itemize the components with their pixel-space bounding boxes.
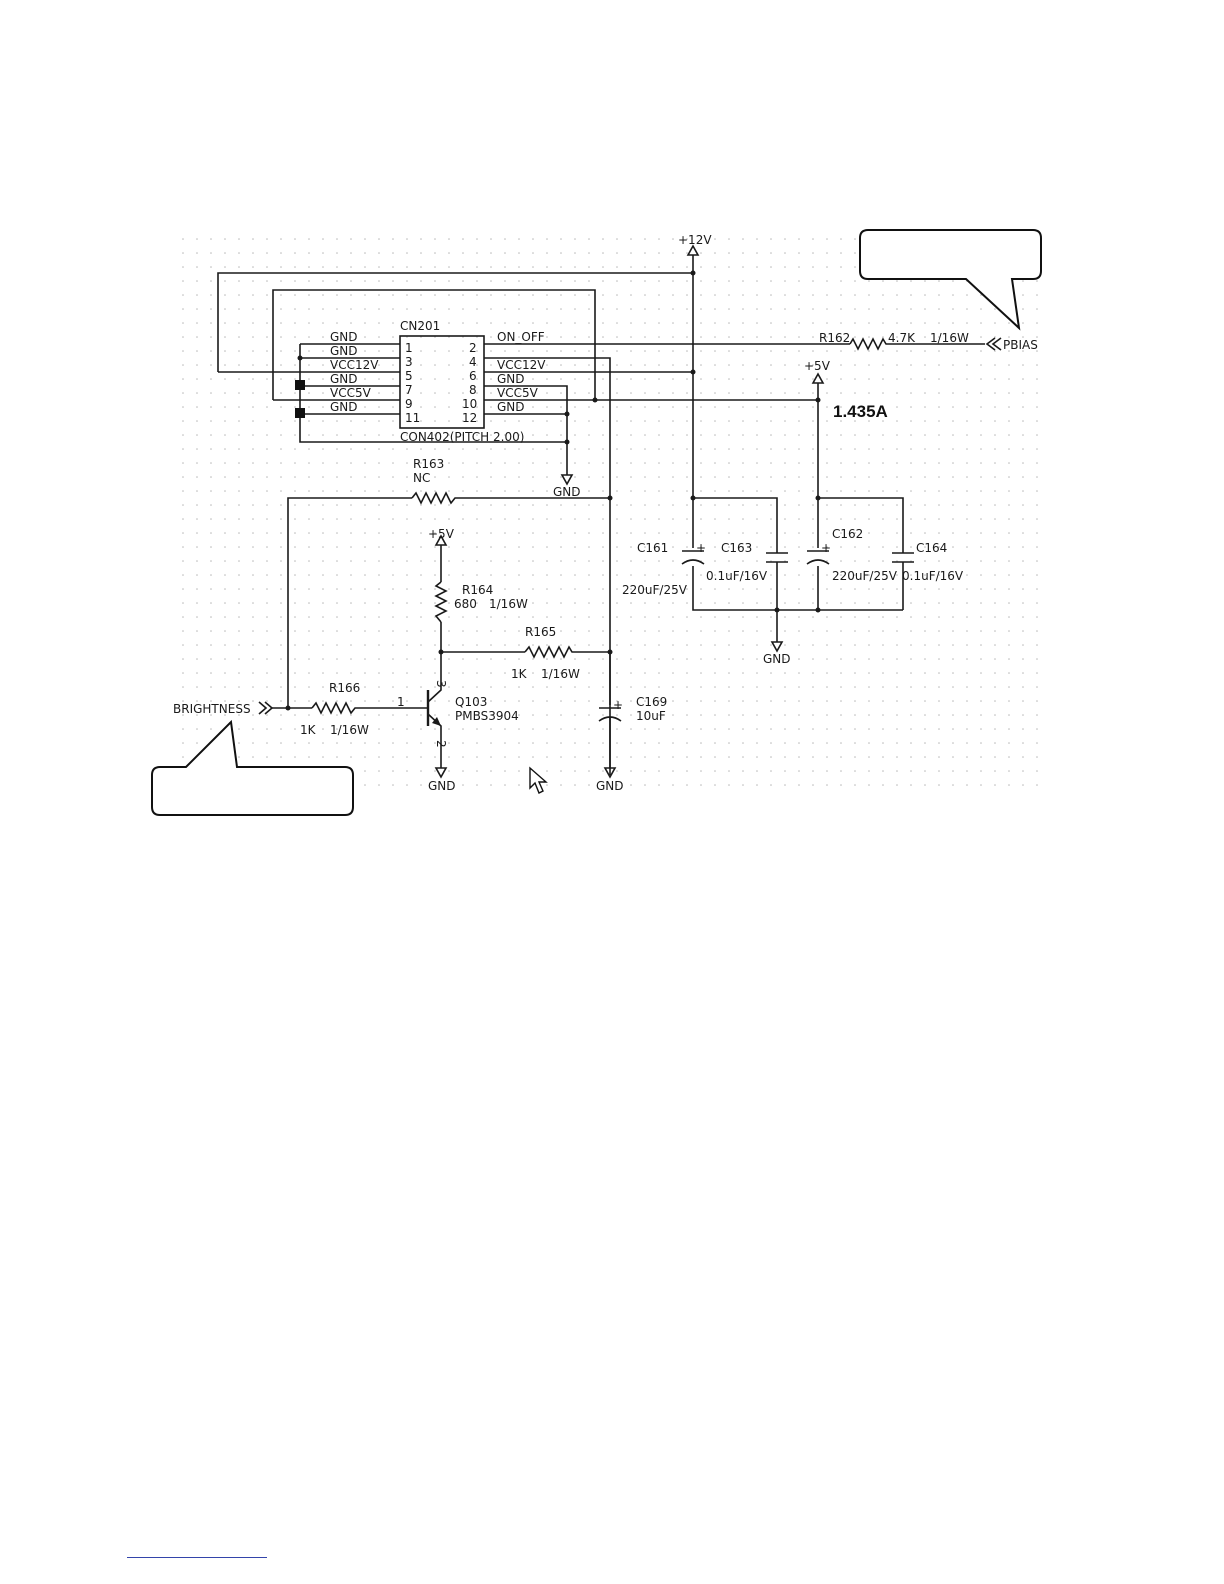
resistor-r166: R166 1K 1/16W — [300, 681, 369, 737]
pin-8: 8 — [469, 383, 477, 397]
net-label-vcc5v-8: VCC5V — [497, 386, 539, 400]
brightness-label: BRIGHTNESS — [173, 702, 251, 716]
net-label-gnd-7: GND — [330, 372, 358, 386]
c164-value: 0.1uF/16V — [902, 569, 964, 583]
c161-value: 220uF/25V — [622, 583, 688, 597]
net-label-gnd-8: GND — [497, 372, 525, 386]
pin-1: 1 — [405, 341, 413, 355]
mouse-cursor-icon — [529, 766, 548, 794]
pbias-label: PBIAS — [1003, 338, 1038, 352]
c164-ref: C164 — [916, 541, 947, 555]
gnd-label-transistor: GND — [428, 779, 456, 793]
rail-label-5v-top: +5V — [804, 359, 831, 373]
c169-value: 10uF — [636, 709, 666, 723]
callout-bubble-bottom-left — [151, 719, 354, 816]
r164-value: 680 — [454, 597, 477, 611]
rail-label-12v: +12V — [678, 233, 712, 247]
pin-9: 9 — [405, 397, 413, 411]
r165-value: 1K — [511, 667, 528, 681]
gnd-symbol-transistor: GND — [428, 767, 456, 793]
net-label-vcc12v-5: VCC12V — [330, 358, 379, 372]
r162-value: 4.7K — [888, 331, 916, 345]
c163-value: 0.1uF/16V — [706, 569, 768, 583]
port-pbias: PBIAS — [985, 337, 1038, 352]
c169-plus: + — [613, 698, 623, 712]
c169-ref: C169 — [636, 695, 667, 709]
connector-ref: CN201 — [400, 319, 440, 333]
marker-square-bottom — [295, 408, 305, 418]
c162-plus: + — [821, 541, 831, 555]
gnd-symbol-connector: GND — [553, 474, 581, 499]
connector-part: CON402(PITCH 2.00) — [400, 430, 524, 444]
pin-5: 5 — [405, 369, 413, 383]
power-5v-transistor: +5V — [428, 527, 455, 546]
power-12v: +12V — [678, 233, 712, 256]
pin-11: 11 — [405, 411, 420, 425]
connector-body — [399, 335, 485, 429]
junctions — [285, 270, 821, 711]
net-label-on-off: ON_OFF — [497, 330, 545, 344]
pin-7: 7 — [405, 383, 413, 397]
c161-plus: + — [696, 541, 706, 555]
port-brightness: BRIGHTNESS — [173, 701, 274, 716]
transistor-q103: Q103 PMBS3904 1 3 2 — [397, 680, 519, 748]
q103-ref: Q103 — [455, 695, 487, 709]
resistor-r165: R165 1K 1/16W — [511, 625, 580, 681]
c162-value: 220uF/25V — [832, 569, 898, 583]
marker-square-top — [295, 380, 305, 390]
r166-value: 1K — [300, 723, 317, 737]
capacitor-c169: + C169 10uF — [598, 695, 667, 768]
footer-rule — [127, 1557, 267, 1558]
rail-label-5v-q: +5V — [428, 527, 455, 541]
pin-3: 3 — [405, 355, 413, 369]
net-label-vcc5v-9: VCC5V — [330, 386, 372, 400]
pin-4: 4 — [469, 355, 477, 369]
callout-bubble-top-right — [859, 229, 1042, 331]
gnd-label-c169: GND — [596, 779, 624, 793]
q103-part: PMBS3904 — [455, 709, 519, 723]
resistor-r163: R163 NC — [411, 457, 458, 505]
net-label-vcc12v-4: VCC12V — [497, 358, 546, 372]
net-label-gnd-3: GND — [330, 344, 358, 358]
power-5v-top: +5V — [804, 359, 831, 384]
c163-ref: C163 — [721, 541, 752, 555]
pin-12: 12 — [462, 411, 477, 425]
net-label-gnd-1: GND — [330, 330, 358, 344]
q103-pin-base: 1 — [397, 695, 405, 709]
capacitor-c162: + C162 220uF/25V — [806, 527, 898, 583]
net-label-gnd-11: GND — [330, 400, 358, 414]
gnd-symbol-caps: GND — [763, 641, 791, 666]
resistor-r164: R164 680 1/16W — [434, 581, 528, 623]
r163-ref: R163 — [413, 457, 444, 471]
gnd-label-caps: GND — [763, 652, 791, 666]
r166-power: 1/16W — [330, 723, 369, 737]
r162-power: 1/16W — [930, 331, 969, 345]
net-label-gnd-12: GND — [497, 400, 525, 414]
capacitor-c164: C164 0.1uF/16V — [892, 541, 964, 583]
r165-power: 1/16W — [541, 667, 580, 681]
c162-ref: C162 — [832, 527, 863, 541]
r165-ref: R165 — [525, 625, 556, 639]
r164-power: 1/16W — [489, 597, 528, 611]
pin-10: 10 — [462, 397, 477, 411]
wires — [217, 255, 904, 775]
r164-ref: R164 — [462, 583, 493, 597]
r166-ref: R166 — [329, 681, 360, 695]
pin-2: 2 — [469, 341, 477, 355]
resistor-r162: R162 4.7K 1/16W — [819, 331, 985, 351]
capacitor-c163: C163 0.1uF/16V — [706, 541, 788, 583]
q103-pin-emitter: 2 — [434, 740, 448, 748]
current-note: 1.435A — [833, 402, 888, 421]
c161-ref: C161 — [637, 541, 668, 555]
q103-pin-collector: 3 — [434, 680, 448, 688]
connector-cn201: CN201 CON402(PITCH 2.00) 1 3 5 7 9 11 2 … — [330, 319, 546, 444]
pin-6: 6 — [469, 369, 477, 383]
r163-value: NC — [413, 471, 430, 485]
gnd-label-connector: GND — [553, 485, 581, 499]
capacitor-c161: + C161 220uF/25V — [622, 541, 706, 597]
r162-ref: R162 — [819, 331, 850, 345]
